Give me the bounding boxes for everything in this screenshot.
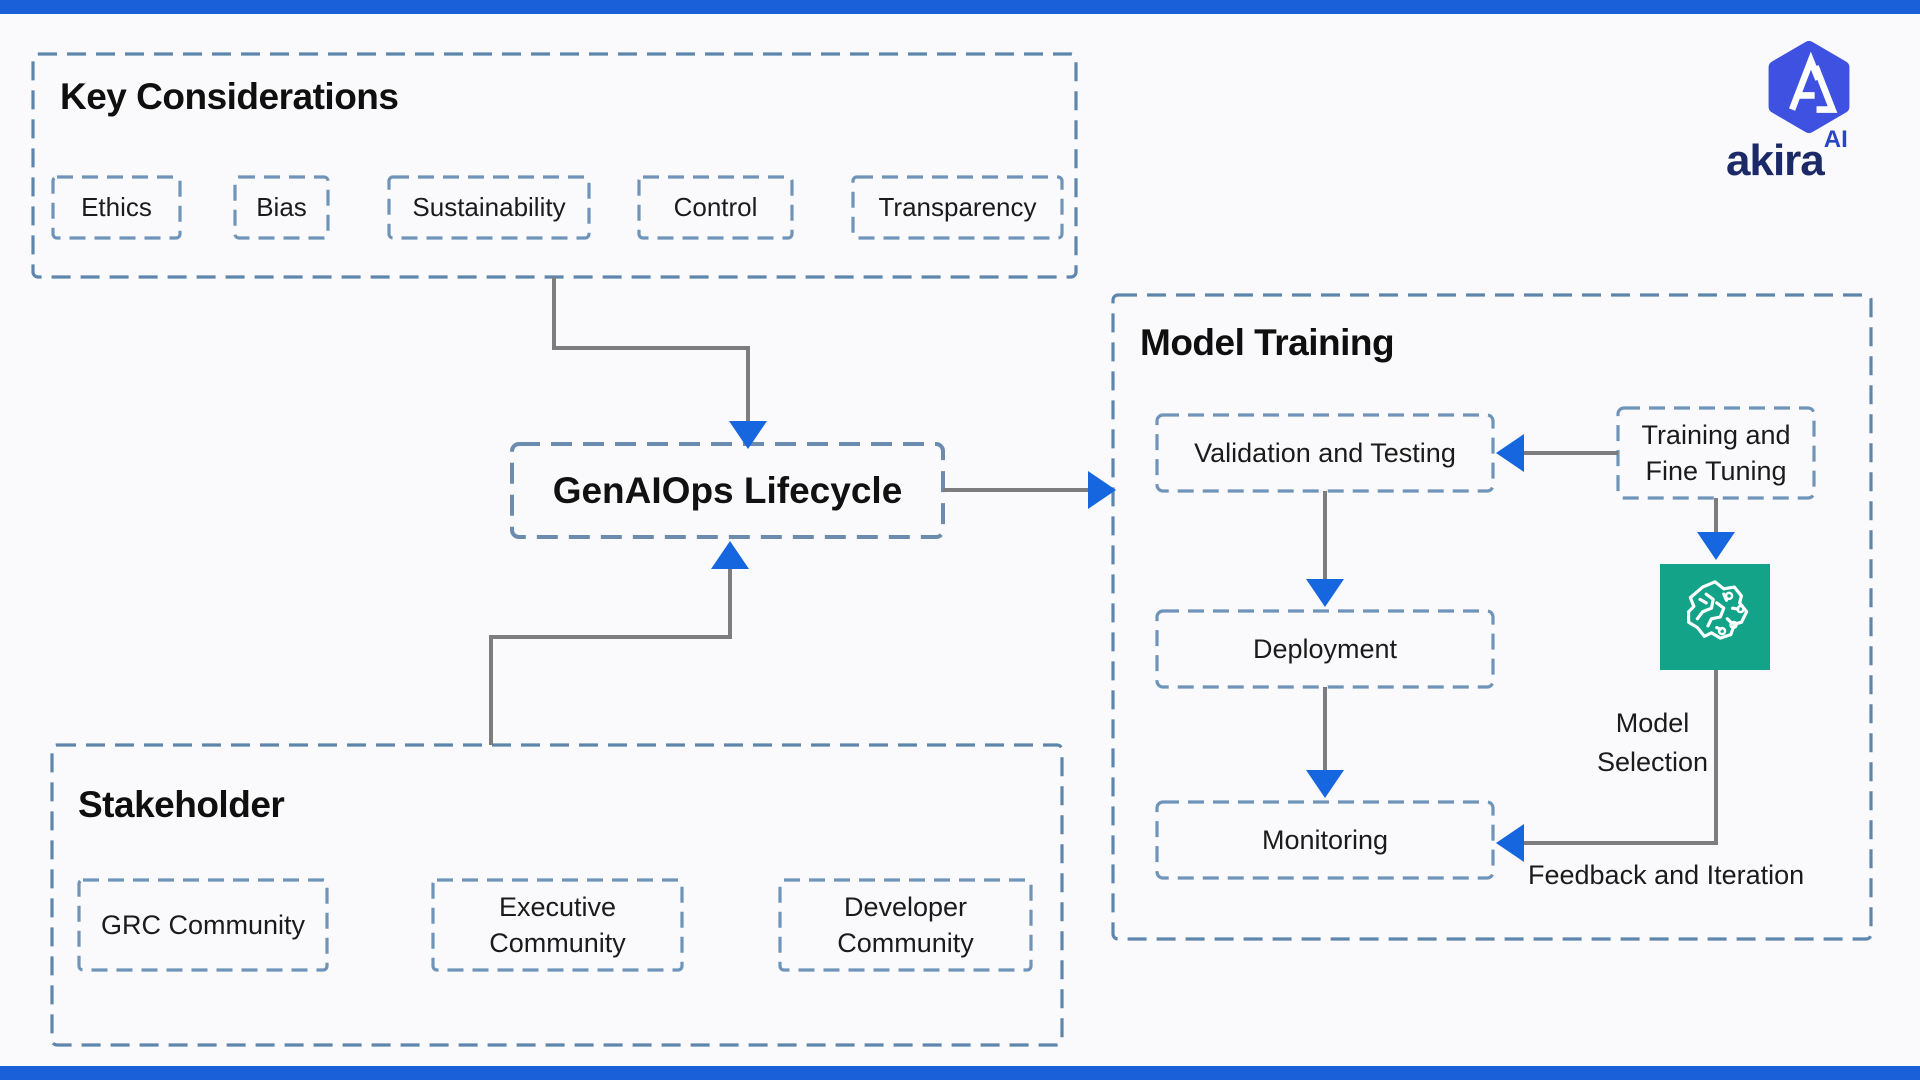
bottom-accent-bar [0,1066,1920,1080]
node-bias: Bias [256,191,307,222]
node-ethics: Ethics [81,191,152,222]
node-control: Control [673,191,758,222]
arrowhead-down-monitoring [1306,770,1344,798]
key-considerations-title: Key Considerations [60,76,399,117]
arrowhead-down-deployment [1306,579,1344,607]
node-grc-community: GRC Community [100,909,306,940]
arrowhead-left-validation [1496,434,1524,472]
model-selection-tile [1660,564,1770,670]
ai-brain-circuit-icon [1687,580,1749,640]
connector-keyconsiderations-to-lifecycle [552,277,750,424]
node-developer-community: Developer Community [837,891,974,958]
akira-hexagon-icon [1768,40,1850,134]
top-accent-bar [0,0,1920,14]
node-genaiops-lifecycle: GenAIOps Lifecycle [552,469,903,511]
akira-ai-logo: akiraAI [1726,40,1896,185]
node-executive-community: Executive Community [489,891,626,958]
model-selection-label: Model Selection [1596,708,1709,778]
arrowhead-right-modeltraining [1088,471,1116,509]
brand-text: akira [1726,136,1825,185]
connector-stakeholder-to-lifecycle [489,566,732,745]
arrowhead-left-monitoring [1496,824,1524,862]
model-training-title: Model Training [1140,322,1395,363]
node-training-fine-tuning: Training and Fine Tuning [1641,419,1791,486]
node-validation-testing: Validation and Testing [1194,437,1456,468]
arrowhead-down-modelselection [1697,532,1735,560]
node-monitoring: Monitoring [1261,824,1389,855]
akira-wordmark: akiraAI [1726,126,1896,186]
arrowhead-up-lifecycle [711,541,749,569]
node-deployment: Deployment [1252,633,1398,664]
node-sustainability: Sustainability [412,191,566,222]
stakeholder-title: Stakeholder [78,784,285,825]
node-transparency: Transparency [878,191,1037,222]
feedback-iteration-label: Feedback and Iteration [1528,860,1805,890]
brand-superscript: AI [1823,126,1848,153]
